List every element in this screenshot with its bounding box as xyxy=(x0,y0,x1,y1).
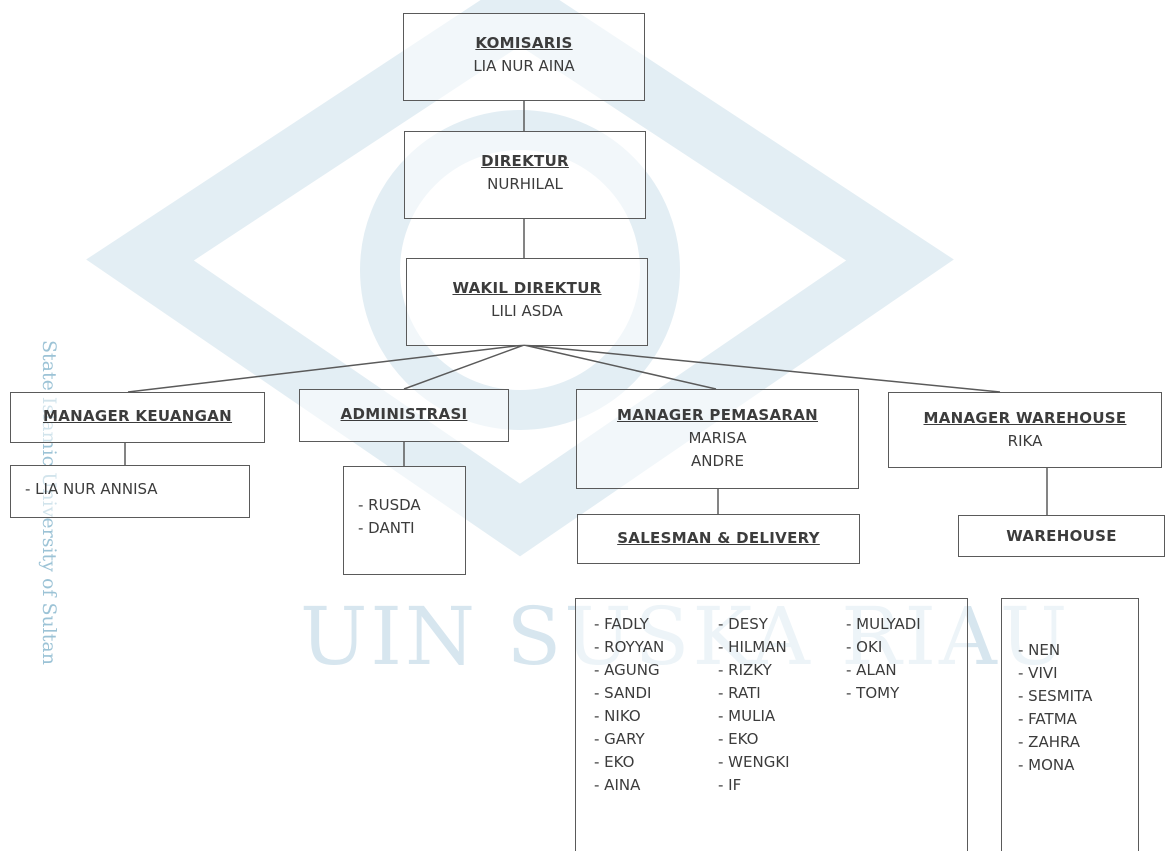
member-item: - HILMAN xyxy=(718,638,787,656)
wakil-direktur-name: LILI ASDA xyxy=(491,302,563,320)
salesman-box: SALESMAN & DELIVERY xyxy=(577,514,860,564)
member-item: - ALAN xyxy=(846,661,897,679)
salesman-column-2: - DESY - HILMAN - RIZKY - RATI - MULIA -… xyxy=(718,613,846,851)
direktur-title: DIREKTUR xyxy=(481,152,569,170)
manager-keuangan-members: - LIA NUR ANNISA xyxy=(10,465,250,518)
member-item: - IF xyxy=(718,776,742,794)
manager-warehouse-title: MANAGER WAREHOUSE xyxy=(923,409,1127,427)
member-item: - MONA xyxy=(1018,756,1075,774)
salesman-members: - FADLY - ROYYAN - AGUNG - SANDI - NIKO … xyxy=(575,598,968,851)
komisaris-title: KOMISARIS xyxy=(475,34,573,52)
member-item: - AGUNG xyxy=(594,661,660,679)
manager-keuangan-box: MANAGER KEUANGAN xyxy=(10,392,265,443)
warehouse-box: WAREHOUSE xyxy=(958,515,1165,557)
manager-keuangan-title: MANAGER KEUANGAN xyxy=(42,407,233,425)
member-item: - EKO xyxy=(594,753,635,771)
warehouse-members: - NEN - VIVI - SESMITA - FATMA - ZAHRA -… xyxy=(1001,598,1139,851)
member-item: - WENGKI xyxy=(718,753,790,771)
administrasi-box: ADMINISTRASI xyxy=(299,389,509,442)
member-item: - AINA xyxy=(594,776,641,794)
member-item: - OKI xyxy=(846,638,883,656)
wakil-direktur-box: WAKIL DIREKTUR LILI ASDA xyxy=(406,258,648,346)
salesman-title: SALESMAN & DELIVERY xyxy=(617,529,820,547)
administrasi-members: - RUSDA - DANTI xyxy=(343,466,466,575)
manager-pemasaran-title: MANAGER PEMASARAN xyxy=(616,406,819,424)
member-item: - MULYADI xyxy=(846,615,921,633)
komisaris-name: LIA NUR AINA xyxy=(473,57,575,75)
member-item: - DESY xyxy=(718,615,768,633)
manager-pemasaran-name: MARISA xyxy=(688,429,747,447)
member-item: - SANDI xyxy=(594,684,652,702)
member-item: - TOMY xyxy=(846,684,900,702)
warehouse-title: WAREHOUSE xyxy=(1006,527,1117,545)
salesman-column-1: - FADLY - ROYYAN - AGUNG - SANDI - NIKO … xyxy=(594,613,718,851)
member-item: - NIKO xyxy=(594,707,641,725)
member-item: - FATMA xyxy=(1018,710,1077,728)
direktur-name: NURHILAL xyxy=(487,175,563,193)
member-item: - SESMITA xyxy=(1018,687,1093,705)
manager-pemasaran-box: MANAGER PEMASARAN MARISA ANDRE xyxy=(576,389,859,489)
manager-pemasaran-name: ANDRE xyxy=(691,452,744,470)
member-item: - ZAHRA xyxy=(1018,733,1081,751)
member-item: - RIZKY xyxy=(718,661,772,679)
member-item: - LIA NUR ANNISA xyxy=(25,480,158,498)
manager-warehouse-box: MANAGER WAREHOUSE RIKA xyxy=(888,392,1162,468)
salesman-column-3: - MULYADI - OKI - ALAN - TOMY xyxy=(846,613,921,851)
member-item: - MULIA xyxy=(718,707,776,725)
member-item: - RATI xyxy=(718,684,761,702)
member-item: - NEN xyxy=(1018,641,1061,659)
member-item: - FADLY xyxy=(594,615,649,633)
member-item: - GARY xyxy=(594,730,645,748)
member-item: - DANTI xyxy=(358,519,415,537)
member-item: - ROYYAN xyxy=(594,638,665,656)
direktur-box: DIREKTUR NURHILAL xyxy=(404,131,646,219)
manager-warehouse-name: RIKA xyxy=(1007,432,1043,450)
wakil-direktur-title: WAKIL DIREKTUR xyxy=(452,279,602,297)
member-item: - RUSDA xyxy=(358,496,421,514)
komisaris-box: KOMISARIS LIA NUR AINA xyxy=(403,13,645,101)
administrasi-title: ADMINISTRASI xyxy=(340,405,468,423)
member-item: - VIVI xyxy=(1018,664,1058,682)
member-item: - EKO xyxy=(718,730,759,748)
